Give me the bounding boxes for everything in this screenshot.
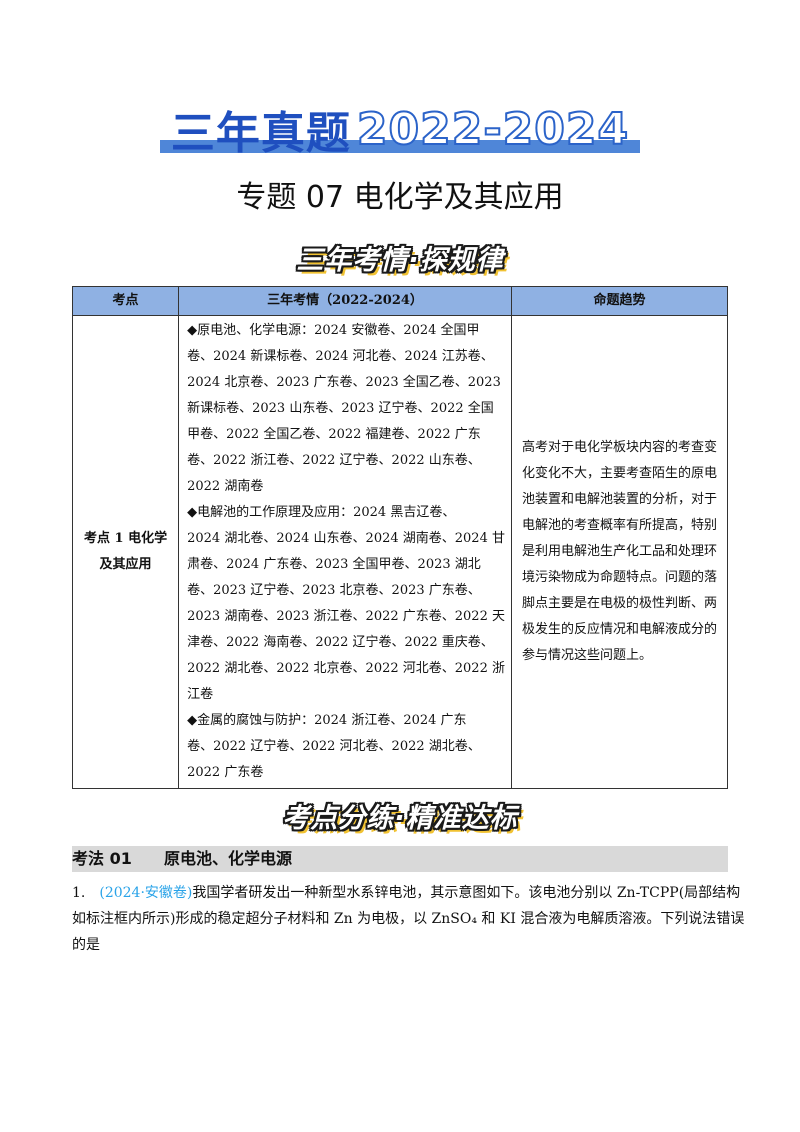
kaoqing-line: 江卷 [187, 687, 214, 702]
section-heading: 考法 01 原电池、化学电源 [72, 846, 728, 872]
kaoqing-line: 2022 广东卷 [187, 765, 264, 780]
kaoqing-line: 2022 湖南卷 [187, 479, 264, 494]
kaoqing-line: 2022 湖北卷、2022 北京卷、2022 河北卷、2022 浙 [187, 661, 505, 676]
question-text: 我国学者研发出一种新型水系锌电池，其示意图如下。该电池分别以 Zn-TCPP(局… [192, 885, 741, 901]
qushi-line: 参与情况这些问题上。 [521, 648, 652, 663]
page-title: 专题 07 电化学及其应用 [236, 180, 564, 215]
section-ribbon-fenlian: 考点分练·精准达标 [282, 803, 518, 834]
banner-title-part2: 2022-2024 [356, 103, 630, 156]
column-header-kaoqing: 三年考情（2022-2024） [178, 286, 512, 316]
qushi-line: 境污染物成为命题特点。问题的落 [521, 570, 717, 585]
kaoqing-line: 2023 湖南卷、2023 浙江卷、2022 广东卷、2022 天 [187, 609, 505, 624]
cell-kaodian: 考点 1 电化学 及其应用 [71, 315, 180, 789]
cell-qushi: 高考对于电化学板块内容的考查变 化变化不大，主要考查陌生的原电 池装置和电解池装… [510, 315, 729, 789]
exam-analysis-table: 考点 三年考情（2022-2024） 命题趋势 考点 1 电化学 及其应用 ◆原… [71, 286, 729, 789]
qushi-line: 池装置和电解池装置的分析，对于 [521, 492, 717, 507]
qushi-line: 高考对于电化学板块内容的考查变 [521, 440, 717, 455]
table-header-row: 考点 三年考情（2022-2024） 命题趋势 [71, 286, 729, 316]
cell-kaoqing: ◆原电池、化学电源：2024 安徽卷、2024 全国甲 卷、2024 新课标卷、… [178, 315, 512, 789]
kaoqing-line: 卷、2023 辽宁卷、2023 北京卷、2023 广东卷、 [187, 583, 481, 598]
table-row: 考点 1 电化学 及其应用 ◆原电池、化学电源：2024 安徽卷、2024 全国… [71, 315, 729, 789]
kaoqing-line: 新课标卷、2023 山东卷、2023 辽宁卷、2022 全国 [187, 401, 494, 416]
section-ribbon-kaoqing: 三年考情·探规律 [296, 245, 504, 276]
kaodian-line: 及其应用 [99, 557, 152, 572]
qushi-line: 化变化不大，主要考查陌生的原电 [521, 466, 717, 481]
question-line: 的是 [72, 937, 100, 953]
section-title: 原电池、化学电源 [164, 849, 293, 868]
qushi-line: 是利用电解池生产化工品和处理环 [521, 544, 717, 559]
banner-title-part1: 三年真题 [170, 108, 351, 159]
kaoqing-line: ◆原电池、化学电源：2024 安徽卷、2024 全国甲 [187, 323, 480, 338]
column-header-kaodian: 考点 [71, 286, 180, 316]
header-banner: 三年真题 2022-2024 [160, 100, 640, 160]
kaoqing-line: 肃卷、2024 广东卷、2023 全国甲卷、2023 湖北 [187, 557, 481, 572]
question-1: 1. (2024·安徽卷)我国学者研发出一种新型水系锌电池，其示意图如下。该电池分… [72, 880, 745, 958]
question-source: (2024·安徽卷) [99, 885, 193, 901]
kaoqing-line: 卷、2022 辽宁卷、2022 河北卷、2022 湖北卷、 [187, 739, 481, 754]
qushi-line: 电解池的考查概率有所提高，特别 [521, 518, 717, 533]
kaodian-line: 考点 1 电化学 [84, 531, 168, 546]
kaoqing-line: 2024 北京卷、2023 广东卷、2023 全国乙卷、2023 [187, 375, 501, 390]
qushi-line: 极发生的反应情况和电解液成分的 [521, 622, 717, 637]
kaoqing-line: 津卷、2022 海南卷、2022 辽宁卷、2022 重庆卷、 [187, 635, 494, 650]
question-line: 如标注框内所示)形成的稳定超分子材料和 Zn 为电极，以 ZnSO₄ 和 KI … [72, 911, 745, 927]
kaoqing-line: 2024 湖北卷、2024 山东卷、2024 湖南卷、2024 甘 [187, 531, 505, 546]
kaoqing-line: ◆电解池的工作原理及应用：2024 黑吉辽卷、 [187, 505, 456, 520]
section-label: 考法 01 [72, 849, 132, 868]
column-header-qushi: 命题趋势 [510, 286, 729, 316]
kaoqing-line: 卷、2024 新课标卷、2024 河北卷、2024 江苏卷、 [187, 349, 494, 364]
banner-title: 三年真题 2022-2024 [160, 100, 640, 160]
banner-underline-bar [160, 140, 640, 153]
kaoqing-line: ◆金属的腐蚀与防护：2024 浙江卷、2024 广东 [187, 713, 467, 728]
question-line: 1. (2024·安徽卷)我国学者研发出一种新型水系锌电池，其示意图如下。该电池分… [72, 880, 740, 906]
question-number: 1. [72, 885, 86, 901]
kaoqing-line: 卷、2022 浙江卷、2022 辽宁卷、2022 山东卷、 [187, 453, 481, 468]
qushi-line: 脚点主要是在电极的极性判断、两 [521, 596, 717, 611]
kaoqing-line: 甲卷、2022 全国乙卷、2022 福建卷、2022 广东 [187, 427, 481, 442]
